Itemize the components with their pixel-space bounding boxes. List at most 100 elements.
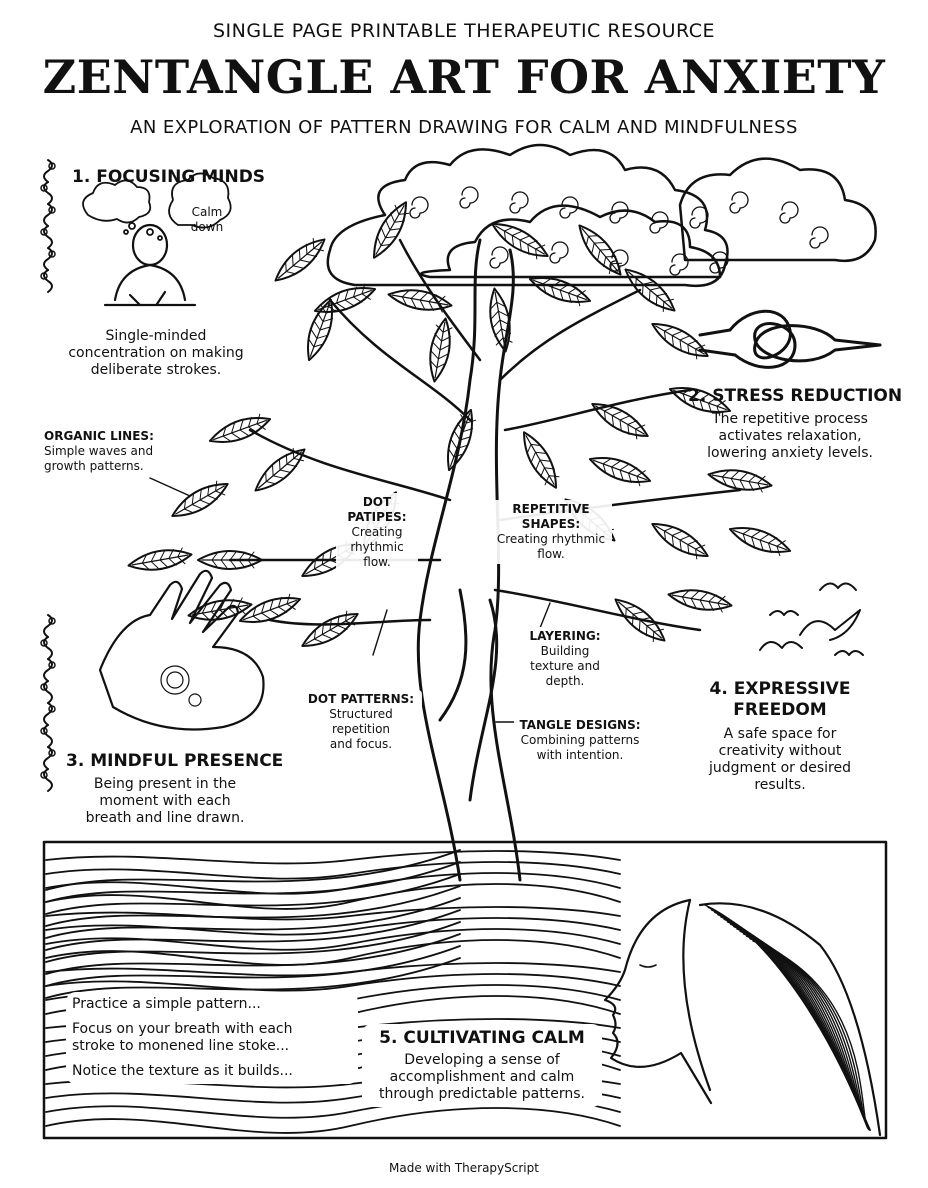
leaf-vein xyxy=(298,249,311,263)
leaf-vein xyxy=(381,228,396,239)
leaf-vein xyxy=(492,319,510,328)
leaf-vein xyxy=(671,531,682,546)
leaf-vein xyxy=(636,470,646,487)
hair-strand xyxy=(749,937,871,1131)
leaf-vein xyxy=(286,593,296,610)
leaf-vein xyxy=(687,540,698,555)
wave-line xyxy=(45,849,461,891)
leaf-vein xyxy=(635,424,646,440)
leaf-vein xyxy=(390,212,405,223)
swirl-dot xyxy=(48,617,56,625)
leaf-vein xyxy=(611,411,622,426)
leaf-vein xyxy=(431,351,448,360)
leaf-vein xyxy=(527,240,538,255)
section-2-heading: 2. STRESS REDUCTION xyxy=(688,386,903,406)
wave-panel-frame xyxy=(42,840,888,1140)
leaf-vein xyxy=(321,624,332,639)
section-4-text: A safe space for creativity without judg… xyxy=(708,726,851,793)
leaf-vein xyxy=(191,494,202,509)
leaf-vein xyxy=(695,344,706,360)
leaf-vein xyxy=(313,628,325,644)
leaf-vein xyxy=(460,414,477,424)
hair-strand xyxy=(707,906,871,1131)
leaf-vein xyxy=(662,298,675,313)
leaf-vein xyxy=(585,235,599,247)
leaf xyxy=(447,408,477,472)
wave-line xyxy=(45,906,621,921)
wave-line xyxy=(45,909,461,951)
leaf-vein xyxy=(222,426,232,443)
leaf-vein xyxy=(652,628,665,643)
leaf-vein xyxy=(576,290,586,307)
celtic-knot-icon xyxy=(698,309,882,369)
leaf-vein xyxy=(278,459,291,473)
leaf xyxy=(591,403,649,440)
swirl-dot xyxy=(40,272,48,280)
tangle-designs-label: TANGLE DESIGNS: Combining patterns with … xyxy=(514,716,646,765)
leaf-vein xyxy=(314,321,331,331)
branch xyxy=(503,388,692,432)
dot-patterns-title: DOT PATTERNS: xyxy=(307,692,415,706)
leaf-vein xyxy=(320,304,337,314)
leaf-vein xyxy=(535,459,551,470)
leaf-vein xyxy=(632,611,644,625)
leaf-vein xyxy=(687,340,698,355)
leaf-vein xyxy=(540,467,555,478)
leaf-vein xyxy=(285,261,297,275)
leaf-vein xyxy=(345,610,356,626)
practice-step-3: Notice the texture as it builds... xyxy=(72,1063,293,1079)
flying-birds-icon xyxy=(759,582,864,656)
cloud-swirl xyxy=(409,196,429,219)
wave-line xyxy=(45,945,461,987)
leaf-vein xyxy=(767,537,778,554)
hair-strand xyxy=(729,923,871,1131)
leaf-vein xyxy=(489,301,507,311)
tangle-designs-text: Combining patterns with intention. xyxy=(520,733,640,762)
leaf-vein xyxy=(627,467,638,484)
leaf-vein xyxy=(211,551,219,569)
leaf xyxy=(588,457,652,487)
leaf-vein xyxy=(317,312,334,323)
leaf-vein xyxy=(272,465,284,479)
leaf-vein xyxy=(237,597,246,615)
swirl-dot xyxy=(48,250,56,258)
leaf-vein xyxy=(457,422,474,433)
dot-patterns-text: Structured repetition and focus. xyxy=(329,707,393,751)
leaf-vein xyxy=(454,431,471,441)
cloud-swirl xyxy=(489,246,509,269)
swirl-dot xyxy=(48,705,56,713)
leaf-vein xyxy=(663,326,675,342)
woman-hair-lines xyxy=(704,904,871,1131)
repetitive-shapes-title: REPETITIVE SHAPES: xyxy=(512,502,590,531)
leaf-vein xyxy=(645,623,658,637)
practice-steps-box: Practice a simple pattern... Focus on yo… xyxy=(66,992,358,1084)
leaf-vein xyxy=(591,242,605,254)
practice-step-1: Practice a simple pattern... xyxy=(72,996,261,1012)
leaf-vein xyxy=(220,551,228,569)
leaf-vein xyxy=(307,338,324,348)
leaf-vein xyxy=(716,400,726,417)
leaf-vein xyxy=(207,485,218,500)
leaf-vein xyxy=(776,540,786,557)
wave-line xyxy=(45,933,461,975)
leaf-vein xyxy=(256,413,266,430)
leaf-vein xyxy=(511,231,522,246)
leaf-vein xyxy=(435,324,453,333)
branch xyxy=(493,588,702,632)
leaf-vein xyxy=(708,594,717,611)
leaf xyxy=(429,317,453,383)
leaf xyxy=(373,201,410,259)
leaf xyxy=(274,237,326,282)
organic-lines-title: ORGANIC LINES: xyxy=(44,429,154,443)
leaf-vein xyxy=(361,283,371,300)
cloud-swirl xyxy=(609,249,629,272)
leaf xyxy=(313,283,377,313)
tree-branches xyxy=(228,238,742,632)
leaf-vein xyxy=(551,280,561,297)
leaf-vein xyxy=(495,337,513,346)
leaf xyxy=(238,593,302,623)
organic-lines-text: Simple waves and growth patterns. xyxy=(44,444,154,473)
leaf-vein xyxy=(535,244,546,260)
swirl-dot xyxy=(40,771,48,779)
leaf-vein xyxy=(627,420,638,435)
